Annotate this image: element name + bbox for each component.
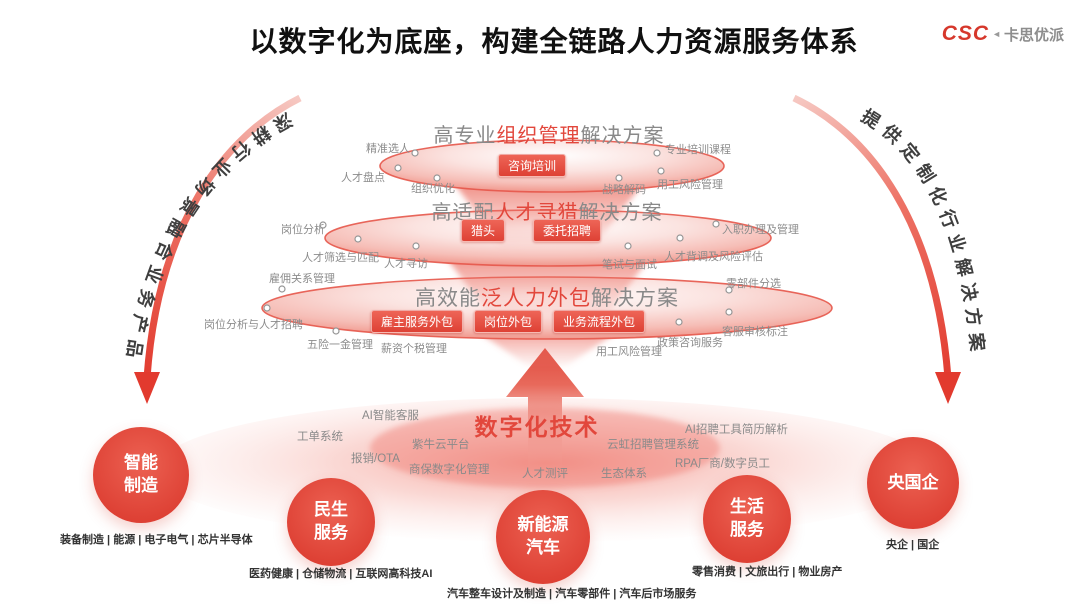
tier-2-title-highlight: 人才寻猎	[494, 202, 579, 224]
page-title: 以数字化为底座，构建全链路人力资源服务体系	[249, 26, 859, 57]
tech-item-label: RPA厂商/数字员工	[675, 458, 770, 470]
tier-1-title-prefix: 高专业	[433, 125, 497, 147]
tech-item-label: 生态体系	[601, 468, 647, 480]
satellite-label: 人才背调及风险评估	[664, 251, 763, 263]
left-flow-arrowhead-icon	[134, 372, 160, 404]
left-flow-arrow	[143, 94, 302, 379]
tech-item-label: 云虹招聘管理系统	[607, 439, 699, 451]
tier-3-title-prefix: 高效能	[415, 287, 481, 310]
digital-tech-label: 数字化技术	[474, 414, 600, 440]
tier-2-title-suffix: 解决方案	[578, 202, 663, 224]
industry-sub-label: 汽车整车设计及制造 | 汽车零部件 | 汽车后市场服务	[447, 588, 697, 600]
brand-logo: CSC ◄ 卡思优派	[942, 22, 1064, 46]
industry-sub-label: 央企 | 国企	[886, 539, 940, 551]
tech-item-label: AI智能客服	[362, 410, 419, 422]
industry-circle-line2: 服务	[314, 523, 348, 542]
pill-consult-training: 咨询培训	[497, 154, 567, 177]
tech-item-label: 报销/OTA	[351, 453, 400, 465]
satellite-label: 岗位分析	[281, 224, 325, 236]
tier-2-pills: 猎头 委托招聘	[460, 219, 602, 242]
svg-text:提供定制化行业解决方案: 提供定制化行业解决方案	[858, 105, 989, 359]
satellite-label: 笔试与面试	[602, 259, 657, 271]
digital-tech-arrow-icon	[506, 348, 584, 468]
satellite-label: 战略解码	[602, 184, 646, 196]
industry-circle-line2: 服务	[730, 520, 764, 539]
tech-item-label: 工单系统	[297, 431, 343, 443]
tier-2-title-prefix: 高适配	[431, 202, 495, 224]
industry-circle-line2: 汽车	[526, 538, 560, 557]
industry-circle-livelihood-services: 民生 服务	[287, 478, 375, 566]
pill-position-outsourcing: 岗位外包	[473, 310, 543, 333]
pill-headhunting: 猎头	[460, 219, 505, 242]
right-flow-arrowhead-icon	[935, 372, 961, 404]
industry-sub-label: 医药健康 | 仓储物流 | 互联网高科技AI	[249, 568, 433, 580]
satellite-label: 专业培训课程	[665, 144, 731, 156]
satellite-label: 用工风险管理	[657, 179, 723, 191]
industry-circle-line1: 生活	[730, 497, 764, 517]
industry-circle-line1: 新能源	[517, 515, 569, 535]
tech-item-label: AI招聘工具简历解析	[685, 424, 788, 436]
tier-1-title: 高专业组织管理解决方案	[434, 119, 665, 148]
industry-circle-life-services: 生活 服务	[703, 475, 791, 563]
satellite-label: 精准选人	[366, 143, 410, 155]
industry-circle-new-energy-vehicles: 新能源 汽车	[496, 490, 590, 584]
tier-3-title-suffix: 解决方案	[591, 287, 679, 310]
industry-circle-line1: 民生	[314, 500, 348, 520]
satellite-label: 客服审核标注	[722, 326, 788, 338]
satellite-label: 用工风险管理	[596, 346, 662, 358]
satellite-label: 人才筛选与匹配	[302, 252, 379, 264]
tier-1-title-suffix: 解决方案	[580, 125, 665, 147]
satellite-label: 薪资个税管理	[381, 343, 447, 355]
satellite-label: 五险一金管理	[307, 339, 373, 351]
industry-circle-line2: 制造	[124, 476, 158, 495]
tech-item-label: 商保数字化管理	[409, 464, 490, 476]
satellite-label: 岗位分析与人才招聘	[204, 319, 303, 331]
tech-item-label: 人才测评	[522, 468, 568, 480]
satellite-label: 政策咨询服务	[657, 337, 723, 349]
satellite-label: 零部件分选	[726, 278, 781, 290]
tier-1-title-highlight: 组织管理	[496, 125, 581, 147]
tier-2-title: 高适配人才寻猎解决方案	[432, 196, 663, 225]
tech-item-label: 紫牛云平台	[412, 439, 470, 451]
satellite-label: 人才盘点	[341, 172, 385, 184]
logo-name-text: 卡思优派	[1003, 26, 1064, 44]
satellite-label: 组织优化	[411, 183, 455, 195]
industry-circle-smart-manufacturing: 智能 制造	[93, 427, 189, 523]
right-flow-arrow-text: 提供定制化行业解决方案	[858, 105, 982, 359]
logo-mark-icon: ◄	[992, 29, 1001, 39]
industry-sub-label: 零售消费 | 文旅出行 | 物业房产	[692, 566, 843, 578]
industry-circle-line1: 智能	[124, 453, 158, 473]
satellite-label: 雇佣关系管理	[269, 273, 335, 285]
tier-3-pills: 雇主服务外包 岗位外包 业务流程外包	[370, 310, 646, 333]
tier-1-pills: 咨询培训	[497, 154, 567, 177]
industry-sub-label: 装备制造 | 能源 | 电子电气 | 芯片半导体	[60, 534, 253, 546]
logo-brand-text: CSC	[941, 22, 990, 45]
pill-bpo: 业务流程外包	[553, 310, 646, 333]
industry-circle-state-owned-enterprises: 央国企	[867, 437, 959, 529]
tier-3-title: 高效能泛人力外包解决方案	[415, 282, 679, 312]
pill-employer-service-outsourcing: 雇主服务外包	[370, 310, 463, 333]
pill-entrusted-recruiting: 委托招聘	[533, 219, 602, 242]
tier-3-title-highlight: 泛人力外包	[481, 287, 591, 310]
industry-circle-line1: 央国企	[887, 472, 939, 492]
satellite-label: 人才寻访	[384, 258, 428, 270]
satellite-label: 入职办理及管理	[722, 224, 799, 236]
right-flow-arrow	[792, 94, 952, 379]
